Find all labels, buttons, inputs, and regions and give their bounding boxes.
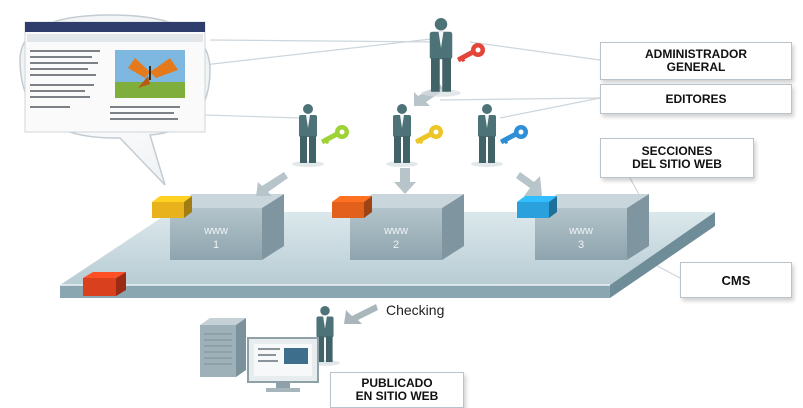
section-box-1: www 1	[152, 194, 284, 260]
administrador-figure	[421, 18, 485, 97]
checker-figure	[309, 306, 341, 366]
cms-tab-icon	[83, 272, 126, 296]
editor-figure-3	[471, 104, 528, 167]
section-number-label: 1	[213, 239, 219, 251]
key-icon	[500, 125, 528, 145]
checking-arrow-icon	[344, 304, 378, 324]
section-number-label: 3	[578, 239, 584, 251]
editor-figure-2	[386, 104, 443, 167]
section-box-3: www 3	[517, 194, 649, 260]
administrador-general-label: ADMINISTRADOR GENERAL	[600, 42, 792, 80]
secciones-label: SECCIONES DEL SITIO WEB	[600, 138, 754, 178]
section-www-label: www	[568, 225, 593, 237]
editor-preview-bubble	[19, 14, 211, 186]
section-tab-icon	[517, 196, 557, 218]
section-box-2: www 2	[332, 194, 464, 260]
section-tab-icon	[332, 196, 372, 218]
butterfly-photo	[115, 50, 185, 98]
key-icon	[415, 125, 443, 145]
section-number-label: 2	[393, 239, 399, 251]
section-tab-icon	[152, 196, 192, 218]
section-www-label: www	[383, 225, 408, 237]
editor-figure-1	[292, 104, 349, 167]
section-boxes: www 1 www 2 www 3	[152, 194, 649, 260]
section-www-label: www	[203, 225, 228, 237]
monitor-icon	[247, 337, 319, 392]
editores-label: EDITORES	[600, 84, 792, 114]
cms-label: CMS	[680, 262, 792, 298]
user-figures	[292, 18, 528, 366]
server-tower-icon	[200, 318, 246, 377]
publicado-label: PUBLICADO EN SITIO WEB	[330, 372, 464, 408]
key-icon	[457, 43, 485, 63]
key-icon	[321, 125, 349, 145]
checking-label: Checking	[386, 302, 445, 318]
